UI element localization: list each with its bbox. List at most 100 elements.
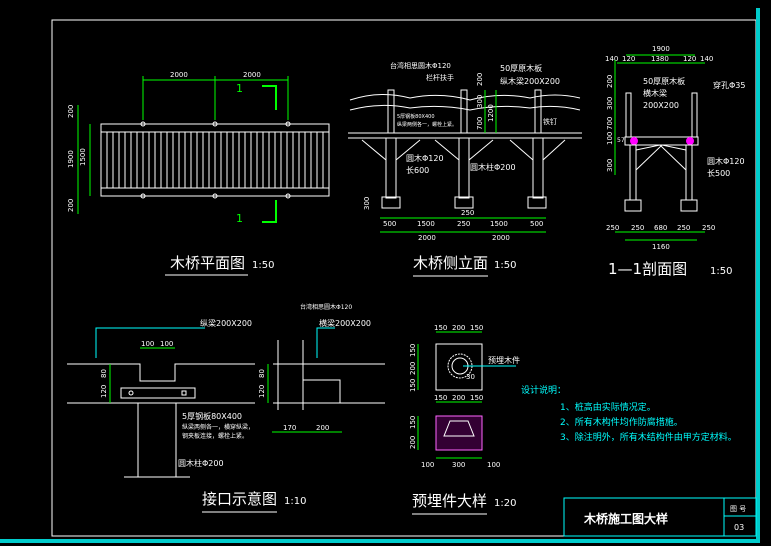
embed-title: 预埋件大样 — [412, 492, 487, 510]
dim-label: 1380 — [651, 55, 669, 63]
drawing-name: 木桥施工图大样 — [583, 511, 668, 526]
dim-label: 57 — [617, 137, 625, 144]
notes-heading: 设计说明： — [521, 384, 566, 396]
label: 200X200 — [643, 101, 679, 110]
label: 横木梁 — [643, 88, 667, 98]
label: 栏杆扶手 — [426, 73, 454, 82]
label: 纵梁200X200 — [200, 319, 252, 328]
dim-label: 2000 — [492, 234, 510, 242]
joint-scale: 1:10 — [284, 496, 306, 507]
plan-title: 木桥平面图 — [170, 254, 245, 272]
dim-label: 250 — [606, 224, 619, 232]
dim-label: 200 — [67, 105, 75, 118]
dim-label: 500 — [530, 220, 543, 228]
dim-label: 1500 — [79, 148, 87, 166]
dim-label: 150 — [409, 379, 417, 392]
dim-label: 2000 — [170, 71, 188, 79]
dim-label: 1500 — [417, 220, 435, 228]
label: 纵木梁200X200 — [500, 76, 560, 86]
section-1-1: 1900 140 120 1380 120 140 200 300 700 10… — [605, 45, 745, 278]
side-title: 木桥侧立面 — [413, 254, 488, 272]
dim-label: 100 — [606, 132, 614, 145]
dim-label: 120 — [100, 385, 108, 398]
dim-label: 100 — [160, 340, 173, 348]
dim-label: 100 — [487, 461, 500, 469]
dim-label: 80 — [100, 369, 108, 378]
dim-label: 1160 — [652, 243, 670, 251]
dim-label: 140 — [605, 55, 618, 63]
dim-label: 250 — [677, 224, 690, 232]
design-notes: 设计说明： 1、桩高由实际情况定。 2、所有木构件均作防腐措施。 3、除注明外，… — [521, 384, 737, 443]
dim-label: 250 — [457, 220, 470, 228]
note-item: 3、除注明外，所有木结构件由甲方定材料。 — [560, 431, 737, 443]
label: 台湾相思圆木Φ120 — [300, 303, 352, 311]
label: 50厚原木板 — [643, 76, 685, 86]
label: 圆木Φ120 — [406, 153, 444, 163]
dim-label: 1200 — [487, 104, 495, 122]
dim-label: 300 — [606, 97, 614, 110]
dim-label: 300 — [363, 197, 371, 210]
label: 纵梁两侧各一，螺栓上紧。 — [397, 121, 457, 128]
label: 长600 — [406, 165, 429, 175]
dim-label: 1900 — [652, 45, 670, 53]
dim-label: 680 — [654, 224, 667, 232]
dim-label: 200 — [452, 324, 465, 332]
label: 50厚原木板 — [500, 63, 542, 73]
dim-label: 200 — [476, 73, 484, 86]
title-block: 木桥施工图大样 图 号 03 — [563, 497, 757, 537]
dim-label: 2000 — [418, 234, 436, 242]
section-mark: 1 — [236, 212, 243, 225]
dim-label: 200 — [67, 199, 75, 212]
dim-label: 1900 — [67, 150, 75, 168]
dim-label: 200 — [606, 75, 614, 88]
label: 5厚钢板80X400 — [182, 411, 242, 421]
dim-label: 250 — [631, 224, 644, 232]
side-scale: 1:50 — [494, 260, 516, 271]
section-title: 1—1剖面图 — [608, 260, 687, 278]
label: 圆木柱Φ200 — [178, 458, 224, 468]
label: 铁钉 — [543, 117, 557, 126]
section-scale: 1:50 — [710, 266, 732, 277]
dim-label: 200 — [452, 394, 465, 402]
label: 钢夹板连接，螺栓上紧。 — [182, 432, 248, 440]
dim-label: 120 — [258, 385, 266, 398]
label: 预埋木件 — [488, 355, 520, 365]
dim-label: 200 — [409, 436, 417, 449]
label: 圆木柱Φ200 — [470, 162, 516, 172]
dim-label: 150 — [409, 416, 417, 429]
label: 穿孔Φ35 — [713, 80, 745, 90]
dim-label: 200 — [409, 362, 417, 375]
side-elevation: 500 1500 250 1500 500 2000 2000 250 300 … — [348, 61, 582, 277]
section-mark: 1 — [236, 82, 243, 95]
note-item: 1、桩高由实际情况定。 — [560, 401, 656, 413]
label: 5厚钢板80X400 — [397, 113, 435, 120]
dim-label: 170 — [283, 424, 296, 432]
dim-label: 120 — [622, 55, 635, 63]
dim-label: 300 — [452, 461, 465, 469]
dim-label: 2000 — [243, 71, 261, 79]
label: 横梁200X200 — [319, 318, 371, 328]
plan-scale: 1:50 — [252, 260, 274, 271]
plan-view: 2000 2000 200 1500 1900 200 1 1 木桥平面图 1:… — [67, 71, 330, 276]
dim-label: 150 — [470, 394, 483, 402]
dim-label: 150 — [434, 394, 447, 402]
dim-label: 700 — [606, 117, 614, 130]
label: 圆木Φ120 — [707, 156, 745, 166]
dim-label: 300 — [606, 159, 614, 172]
dim-label: 150 — [409, 344, 417, 357]
dim-label: 300 — [476, 95, 484, 108]
drawing-number-label: 图 号 — [730, 505, 746, 513]
dim-label: 30 — [466, 373, 475, 381]
joint-title: 接口示意图 — [202, 490, 277, 508]
drawing-number: 03 — [734, 523, 744, 532]
dim-label: 150 — [470, 324, 483, 332]
label: 台湾相思圆木Φ120 — [390, 61, 451, 70]
dim-label: 120 — [683, 55, 696, 63]
note-item: 2、所有木构件均作防腐措施。 — [560, 416, 683, 428]
label: 长500 — [707, 168, 730, 178]
dim-label: 140 — [700, 55, 713, 63]
dim-label: 80 — [258, 369, 266, 378]
dim-label: 100 — [141, 340, 154, 348]
joint-detail: 100 100 80 120 80 120 170 200 纵梁200X200 … — [67, 303, 385, 513]
